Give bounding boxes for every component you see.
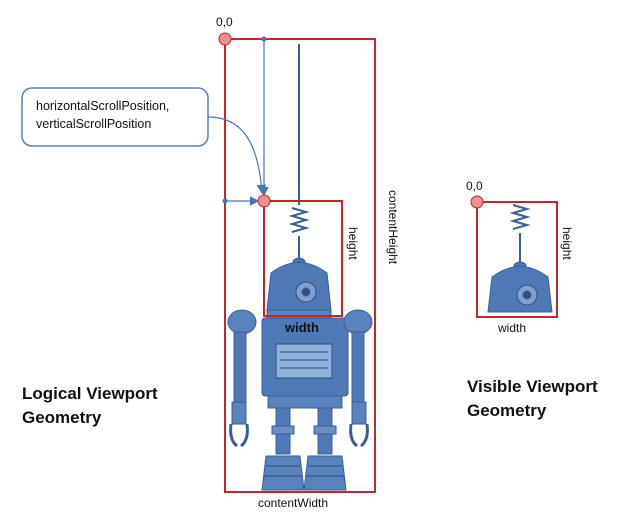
guide-dot [222,198,228,204]
content-height-label: contentHeight [386,190,400,265]
content-frame [224,38,376,493]
robot-illustration-icon [227,44,373,491]
callout-line-2: verticalScrollPosition [36,117,152,131]
robot-head-icon [487,204,553,313]
content-origin-dot [218,32,232,46]
visible-viewport-frame [476,201,558,318]
visible-title-line-2: Geometry [467,401,547,420]
visible-width-label: width [498,321,527,335]
content-origin-label: 0,0 [216,15,233,29]
viewport-origin-dot [257,194,271,208]
viewport-height-label: height [346,227,360,260]
logical-geometry-title: Logical Viewport Geometry [22,382,158,430]
logical-title-line-1: Logical Viewport [22,384,158,403]
callout-line-1: horizontalScrollPosition, [36,99,170,113]
visible-height-label: height [560,227,574,260]
viewport-width-label: width [285,320,319,335]
visible-geometry-title: Visible Viewport Geometry [467,375,598,423]
visible-origin-dot [470,195,484,209]
visible-origin-label: 0,0 [466,179,483,193]
content-width-label: contentWidth [258,496,329,510]
visible-title-line-1: Visible Viewport [467,377,598,396]
logical-title-line-2: Geometry [22,408,102,427]
callout-connector [207,116,267,195]
guide-dot [261,36,267,42]
viewport-window [263,200,343,317]
callout-text: horizontalScrollPosition, verticalScroll… [36,97,169,133]
